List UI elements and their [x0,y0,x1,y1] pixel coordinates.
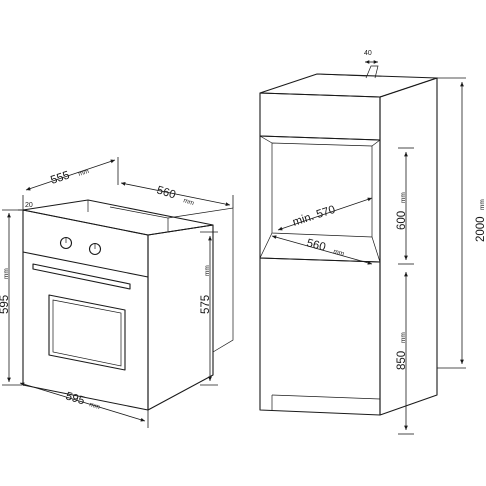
total-height-unit: mm [479,199,486,210]
niche-width-label: 560 [305,237,327,254]
oven-front-width-label: 595 [64,390,86,407]
cabinet-base-front [259,257,381,416]
total-height-label: 2000 [475,216,486,242]
oven-front-width-unit: mm [88,401,100,411]
oven-top-edge-label: 20 [25,202,33,209]
knob-right [88,242,102,256]
rear-gap-label: 40 [364,50,372,57]
rear-vent-notch [365,65,379,79]
oven-depth-unit: mm [77,168,89,178]
oven-depth-label: 555 [49,170,71,187]
base-height-unit: mm [400,332,407,343]
oven-rear-box-side [167,207,234,353]
oven-top-width-label: 560 [155,184,177,201]
oven-drawing: 555 mm 560 mm 20 595 mm 575 mm 595 mm [0,157,234,428]
cabinet-drawing: 40 2000 mm min. 570 560 mm 600 mm 850 mm [259,50,486,435]
oven-height-label: 595 [0,295,11,314]
cabinet-top-face [259,73,438,98]
niche-height-label: 600 [396,211,408,230]
oven-side-face [147,224,214,411]
door-handle [32,263,131,290]
niche-width-unit: mm [332,248,344,258]
oven-inner-height-unit: mm [204,265,211,276]
oven-height-unit: mm [3,268,10,279]
base-height-label: 850 [396,351,408,370]
oven-window [48,294,126,371]
oven-front-panel [22,209,149,411]
knob-left [59,236,73,250]
niche-depth-label: min. 570 [291,204,337,229]
niche-height-unit: mm [400,192,407,203]
cabinet-top-front [259,92,381,141]
oven-window-inner [52,299,122,367]
oven-top-width-unit: mm [182,197,194,207]
control-panel-divider [22,251,149,278]
niche-inner-back [271,142,373,238]
oven-inner-height-label: 575 [200,295,212,314]
cabinet-right-side [379,77,438,416]
